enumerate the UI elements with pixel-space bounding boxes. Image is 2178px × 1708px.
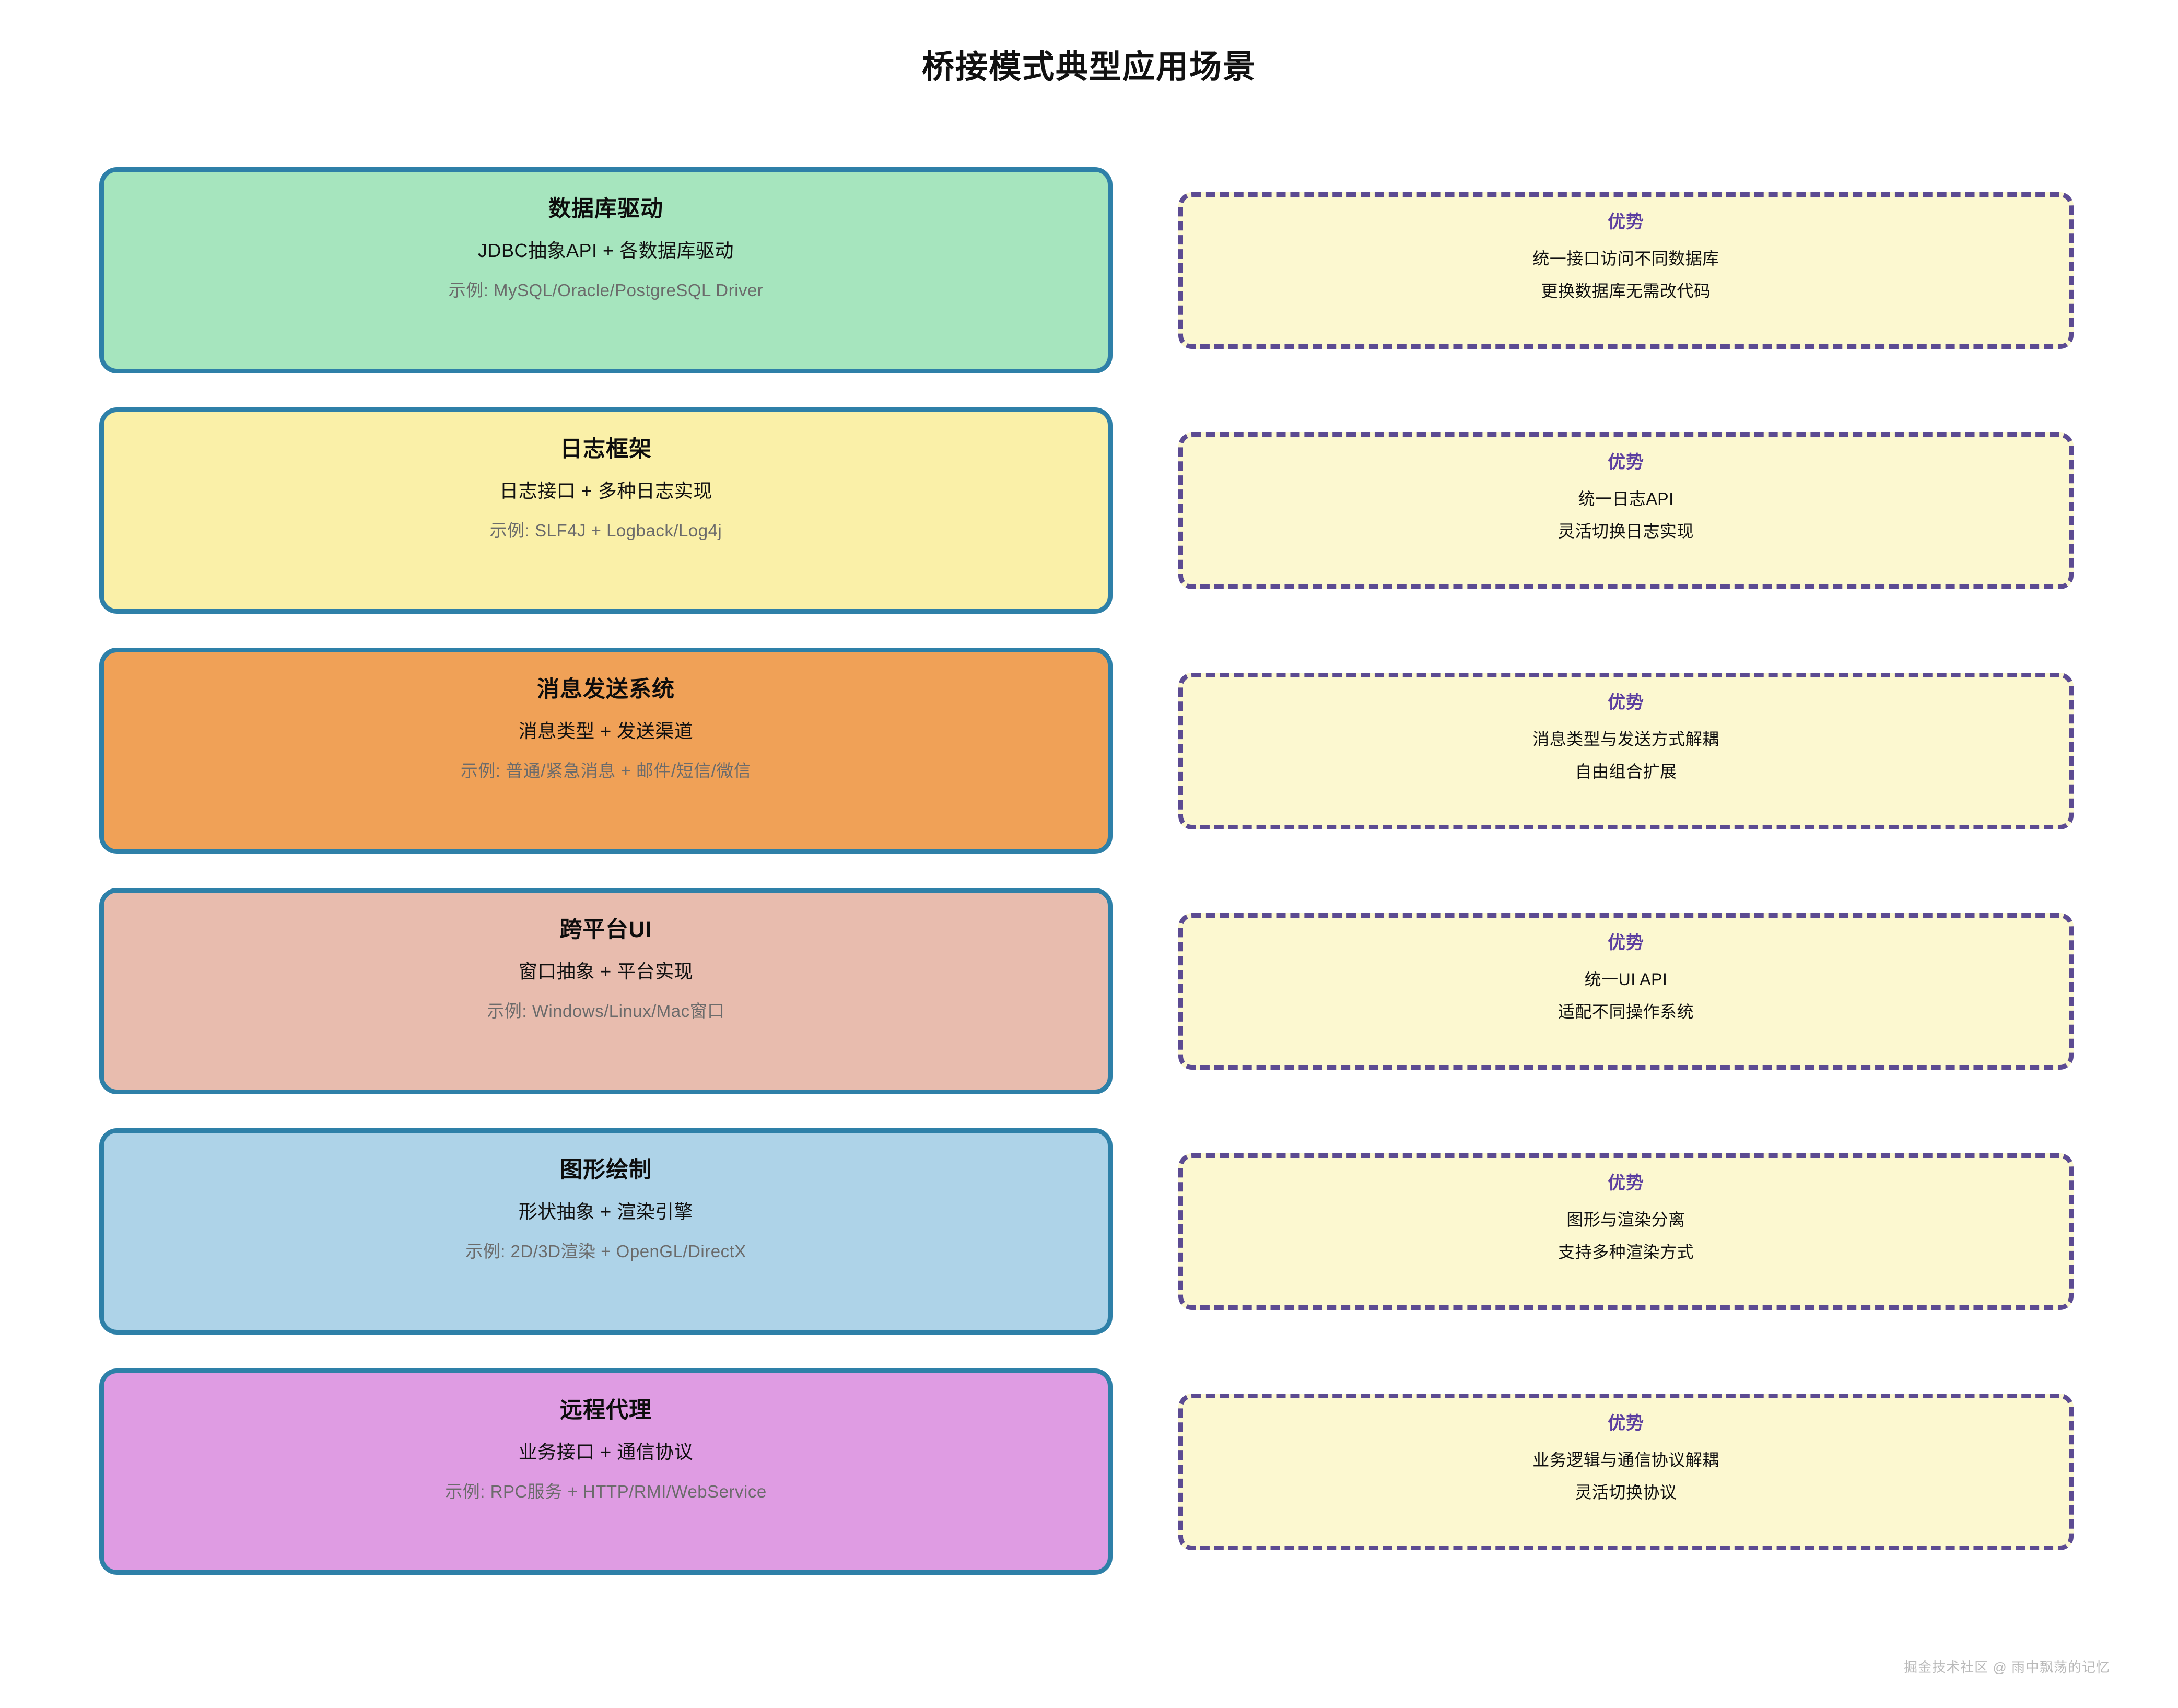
scenario-example: 示例: 2D/3D渲染 + OpenGL/DirectX	[465, 1241, 746, 1261]
advantage-title: 优势	[1608, 1413, 1644, 1433]
advantage-title: 优势	[1608, 933, 1644, 953]
scenario-description: 消息类型 + 发送渠道	[518, 720, 694, 742]
advantage-box-remote-proxy[interactable]: 优势 业务逻辑与通信协议解耦 灵活切换协议	[1178, 1394, 2074, 1550]
advantage-line-1: 消息类型与发送方式解耦	[1532, 730, 1719, 749]
scenario-title: 图形绘制	[560, 1157, 652, 1183]
watermark: 掘金技术社区 @ 雨中飘荡的记忆	[1904, 1659, 2110, 1675]
advantage-line-1: 统一接口访问不同数据库	[1532, 249, 1719, 268]
advantage-title: 优势	[1608, 452, 1644, 472]
advantage-line-2: 支持多种渲染方式	[1558, 1242, 1694, 1261]
scenario-card-remote-proxy[interactable]: 远程代理 业务接口 + 通信协议 示例: RPC服务 + HTTP/RMI/We…	[99, 1368, 1113, 1575]
scenario-title: 远程代理	[560, 1398, 652, 1423]
scenario-row: 图形绘制 形状抽象 + 渲染引擎 示例: 2D/3D渲染 + OpenGL/Di…	[0, 1128, 2178, 1363]
advantage-box-graphics-rendering[interactable]: 优势 图形与渲染分离 支持多种渲染方式	[1178, 1153, 2074, 1310]
scenario-card-message-sending[interactable]: 消息发送系统 消息类型 + 发送渠道 示例: 普通/紧急消息 + 邮件/短信/微…	[99, 648, 1113, 854]
scenario-example: 示例: Windows/Linux/Mac窗口	[487, 1001, 725, 1021]
scenario-row: 远程代理 业务接口 + 通信协议 示例: RPC服务 + HTTP/RMI/We…	[0, 1368, 2178, 1604]
advantage-line-2: 适配不同操作系统	[1558, 1002, 1694, 1021]
advantage-line-1: 统一UI API	[1584, 970, 1668, 989]
advantage-box-cross-platform-ui[interactable]: 优势 统一UI API 适配不同操作系统	[1178, 913, 2074, 1070]
advantage-line-1: 图形与渲染分离	[1566, 1210, 1685, 1230]
advantage-line-1: 业务逻辑与通信协议解耦	[1532, 1450, 1719, 1470]
scenario-example: 示例: MySQL/Oracle/PostgreSQL Driver	[448, 280, 764, 300]
advantage-box-message-sending[interactable]: 优势 消息类型与发送方式解耦 自由组合扩展	[1178, 673, 2074, 829]
scenario-description: JDBC抽象API + 各数据库驱动	[477, 240, 734, 262]
scenario-row: 数据库驱动 JDBC抽象API + 各数据库驱动 示例: MySQL/Oracl…	[0, 167, 2178, 402]
scenario-description: 日志接口 + 多种日志实现	[499, 480, 712, 502]
scenario-card-cross-platform-ui[interactable]: 跨平台UI 窗口抽象 + 平台实现 示例: Windows/Linux/Mac窗…	[99, 888, 1113, 1094]
scenario-row: 消息发送系统 消息类型 + 发送渠道 示例: 普通/紧急消息 + 邮件/短信/微…	[0, 648, 2178, 883]
advantage-line-2: 灵活切换日志实现	[1558, 521, 1694, 541]
scenario-card-database-driver[interactable]: 数据库驱动 JDBC抽象API + 各数据库驱动 示例: MySQL/Oracl…	[99, 167, 1113, 373]
advantage-line-1: 统一日志API	[1578, 489, 1674, 509]
advantage-box-database-driver[interactable]: 优势 统一接口访问不同数据库 更换数据库无需改代码	[1178, 192, 2074, 349]
scenario-title: 日志框架	[560, 437, 652, 462]
scenario-card-logging-framework[interactable]: 日志框架 日志接口 + 多种日志实现 示例: SLF4J + Logback/L…	[99, 407, 1113, 614]
advantage-box-logging-framework[interactable]: 优势 统一日志API 灵活切换日志实现	[1178, 432, 2074, 589]
scenario-title: 消息发送系统	[537, 677, 675, 702]
scenario-title: 数据库驱动	[548, 196, 663, 221]
scenario-description: 形状抽象 + 渲染引擎	[518, 1201, 694, 1223]
advantage-line-2: 自由组合扩展	[1575, 762, 1677, 781]
advantage-title: 优势	[1608, 693, 1644, 712]
scenario-example: 示例: SLF4J + Logback/Log4j	[489, 520, 722, 540]
advantage-title: 优势	[1608, 212, 1644, 232]
scenario-description: 窗口抽象 + 平台实现	[518, 961, 694, 982]
scenario-example: 示例: RPC服务 + HTTP/RMI/WebService	[445, 1481, 767, 1501]
page-title: 桥接模式典型应用场景	[921, 49, 1256, 85]
advantage-line-2: 灵活切换协议	[1575, 1482, 1677, 1502]
scenario-description: 业务接口 + 通信协议	[518, 1441, 694, 1463]
scenario-row: 日志框架 日志接口 + 多种日志实现 示例: SLF4J + Logback/L…	[0, 407, 2178, 642]
scenario-card-graphics-rendering[interactable]: 图形绘制 形状抽象 + 渲染引擎 示例: 2D/3D渲染 + OpenGL/Di…	[99, 1128, 1113, 1335]
scenario-row: 跨平台UI 窗口抽象 + 平台实现 示例: Windows/Linux/Mac窗…	[0, 888, 2178, 1123]
advantage-line-2: 更换数据库无需改代码	[1541, 281, 1711, 300]
scenario-title: 跨平台UI	[559, 917, 652, 942]
scenario-example: 示例: 普通/紧急消息 + 邮件/短信/微信	[460, 761, 752, 780]
advantage-title: 优势	[1608, 1173, 1644, 1193]
